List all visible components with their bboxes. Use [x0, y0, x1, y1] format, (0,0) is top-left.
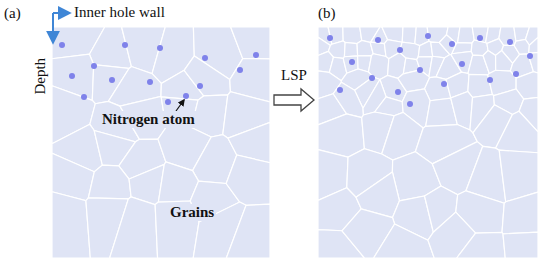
grain-cell — [184, 56, 230, 96]
nitrogen-dot — [237, 67, 243, 73]
nitrogen-dot — [407, 101, 413, 107]
nitrogen-dot — [349, 59, 355, 65]
nitrogen-dot — [183, 93, 189, 99]
grain-cell — [468, 74, 493, 97]
grain-cell — [514, 40, 529, 55]
panel-ground — [318, 27, 538, 258]
process-arrow — [274, 89, 314, 111]
panel-label: (b) — [318, 5, 336, 22]
leader-line — [176, 100, 184, 111]
grain-cell — [110, 197, 158, 258]
nitrogen-dot — [397, 47, 403, 53]
grain-cell — [496, 51, 513, 72]
callout-label: Grains — [168, 204, 216, 221]
nitrogen-dot — [337, 87, 343, 93]
grain-cell — [457, 232, 506, 258]
nitrogen-dot — [441, 81, 447, 87]
microstructure-panel: (a) — [52, 27, 270, 258]
nitrogen-dot — [487, 77, 493, 83]
grain-cell — [502, 192, 538, 234]
grain-cell — [402, 27, 416, 44]
nitrogen-dot — [527, 53, 533, 59]
nitrogen-dot — [507, 39, 513, 45]
axis-label: Inner hole wall — [74, 4, 165, 21]
grain-cell — [374, 224, 435, 258]
grain-cell — [529, 37, 538, 53]
nitrogen-dot — [59, 42, 65, 48]
microstructure-panel: (b) — [318, 27, 538, 258]
nitrogen-dot — [327, 35, 333, 41]
grain-cell — [333, 82, 363, 117]
nitrogen-dot — [375, 37, 381, 43]
nitrogen-dot — [459, 61, 465, 67]
nitrogen-dot — [477, 35, 483, 41]
grain-cell — [496, 111, 538, 153]
nitrogen-dot — [91, 63, 97, 69]
nitrogen-dot — [449, 41, 455, 47]
nitrogen-dot — [513, 71, 519, 77]
axis-label: Depth — [32, 58, 49, 95]
nitrogen-dot — [395, 89, 401, 95]
grain-cell — [318, 114, 364, 157]
grain-cell — [344, 43, 357, 57]
nitrogen-dot — [69, 73, 75, 79]
nitrogen-dot — [81, 94, 87, 100]
nitrogen-dot — [122, 42, 128, 48]
coarse-grains — [52, 27, 270, 258]
grain-cell — [226, 204, 270, 258]
grain-cell — [343, 27, 362, 44]
grain-cell — [458, 27, 475, 43]
nitrogen-dot — [417, 67, 423, 73]
nitrogen-dot — [157, 45, 163, 51]
nitrogen-dot — [165, 99, 171, 105]
nitrogen-dot — [202, 55, 208, 61]
nitrogen-dot — [253, 52, 259, 58]
callout-label: Nitrogen atom — [100, 111, 197, 128]
refined-grains — [318, 27, 538, 258]
grain-cell — [483, 50, 496, 73]
nitrogen-dot — [369, 75, 375, 81]
grain-cell — [226, 155, 270, 205]
grain-cell — [88, 165, 131, 199]
panel-ground — [52, 27, 270, 258]
grain-cell — [228, 122, 270, 162]
panel-label: (a) — [4, 5, 21, 22]
nitrogen-dot — [197, 83, 203, 89]
grain-cell — [503, 232, 538, 258]
grain-cell — [52, 192, 90, 258]
nitrogen-dot — [147, 79, 153, 85]
depth-axis-arrow — [52, 13, 54, 42]
wall-axis-arrow — [53, 12, 69, 14]
nitrogen-dot — [425, 33, 431, 39]
nitrogen-dot — [109, 77, 115, 83]
grain-cell — [231, 27, 270, 59]
process-label: LSP — [281, 67, 307, 84]
